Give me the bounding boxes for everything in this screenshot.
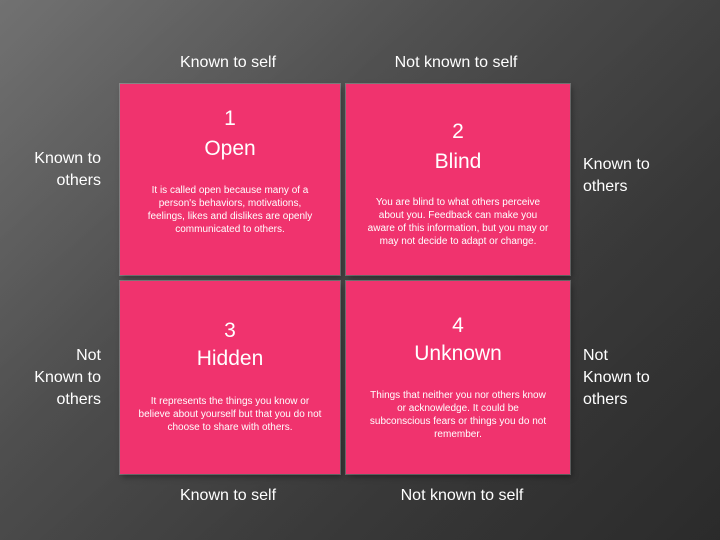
left-label-row2-line3: others bbox=[56, 391, 101, 408]
quadrant-unknown-number: 4 bbox=[452, 314, 464, 337]
bottom-label-known-to-self: Known to self bbox=[179, 487, 277, 504]
left-label-known-to-others: Known to others bbox=[0, 148, 101, 192]
top-label-not-known-to-self: Not known to self bbox=[394, 54, 518, 71]
right-label-row1-line1: Known to bbox=[583, 156, 650, 173]
left-label-row1-line2: others bbox=[56, 172, 101, 189]
quadrant-hidden-title: Hidden bbox=[196, 347, 264, 370]
quadrant-blind-title: Blind bbox=[434, 150, 482, 173]
bottom-label-not-known-to-self: Not known to self bbox=[400, 487, 524, 504]
right-label-row1-line2: others bbox=[583, 178, 628, 195]
right-label-row2-line3: others bbox=[583, 391, 628, 408]
right-label-row2-line1: Not bbox=[583, 347, 608, 364]
quadrant-blind-description: You are blind to what others perceive ab… bbox=[367, 197, 549, 247]
quadrant-hidden-number: 3 bbox=[224, 319, 236, 342]
top-label-known-to-self: Known to self bbox=[179, 54, 277, 71]
left-label-row2-line2: Known to bbox=[34, 369, 101, 386]
left-label-row2-line1: Not bbox=[76, 347, 101, 364]
quadrant-open-description: It is called open because many of a pers… bbox=[147, 185, 313, 235]
right-label-row2-line2: Known to bbox=[583, 369, 650, 386]
quadrant-unknown-title: Unknown bbox=[414, 342, 502, 365]
quadrant-blind-number: 2 bbox=[452, 120, 464, 143]
quadrant-blind: 2 Blind You are blind to what others per… bbox=[346, 84, 570, 275]
quadrant-open: 1 Open It is called open because many of… bbox=[120, 84, 340, 275]
quadrant-unknown-description: Things that neither you nor others know … bbox=[369, 390, 547, 440]
quadrant-open-number: 1 bbox=[224, 107, 236, 130]
quadrant-unknown: 4 Unknown Things that neither you nor ot… bbox=[346, 281, 570, 474]
left-label-row1-line1: Known to bbox=[34, 150, 101, 167]
quadrant-open-title: Open bbox=[204, 137, 256, 160]
quadrant-hidden: 3 Hidden It represents the things you kn… bbox=[120, 281, 340, 474]
right-label-not-known-to-others: Not Known to others bbox=[583, 345, 693, 411]
quadrant-hidden-description: It represents the things you know or bel… bbox=[138, 396, 322, 433]
right-label-known-to-others: Known to others bbox=[583, 154, 693, 198]
left-label-not-known-to-others: Not Known to others bbox=[0, 345, 101, 411]
